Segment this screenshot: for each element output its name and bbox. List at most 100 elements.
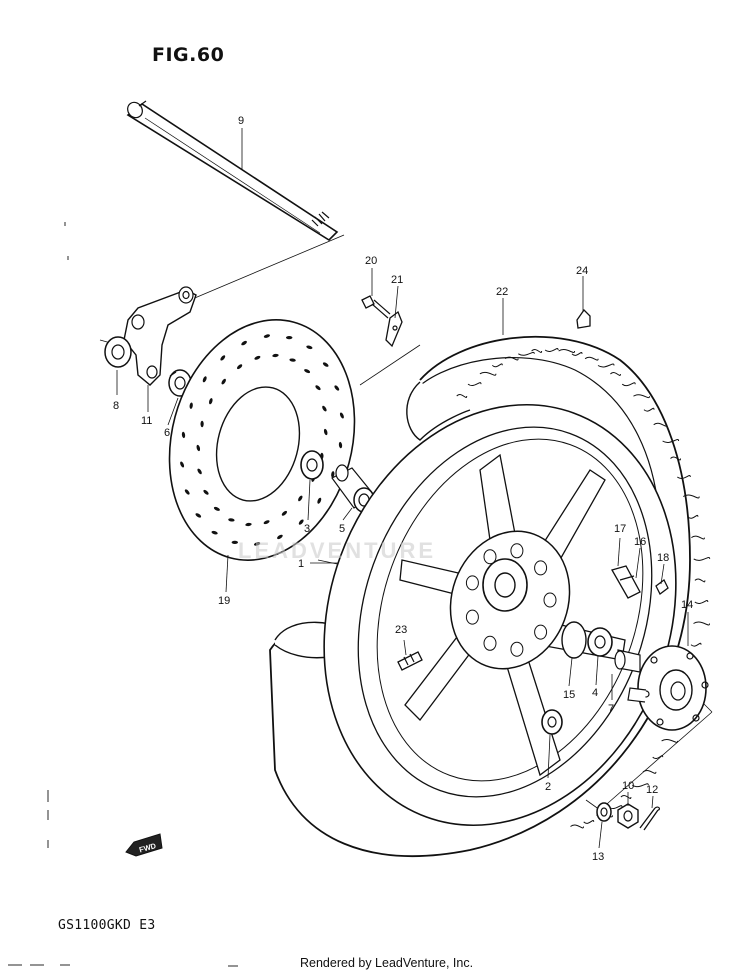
callout-16: 16 (634, 536, 646, 548)
disc-hole (211, 530, 218, 535)
disc-hole (209, 398, 213, 405)
tread-mark (571, 351, 583, 356)
disc-hole (236, 364, 243, 370)
disc-hole (298, 519, 304, 525)
tread-mark (518, 351, 535, 356)
callout-8: 8 (113, 400, 119, 412)
valve-cap (576, 308, 591, 329)
figure-title: FIG.60 (152, 44, 225, 66)
cotter-pin (639, 806, 661, 831)
disc-hole (339, 412, 344, 419)
tread-mark (633, 394, 650, 399)
tread-mark (693, 557, 711, 561)
washer-13 (596, 802, 612, 822)
bolt-20 (361, 295, 391, 319)
callout-10: 10 (622, 780, 634, 792)
disc-hole (277, 534, 283, 540)
collar-2 (541, 709, 563, 735)
tread-mark (620, 795, 632, 799)
tread-mark (632, 783, 649, 788)
tread-mark (670, 456, 681, 461)
callout-15: 15 (563, 689, 575, 701)
callout-20: 20 (365, 255, 377, 267)
disc-hole (241, 340, 247, 346)
lock-washer-21 (385, 310, 403, 348)
hub-spacer (614, 649, 641, 673)
tread-mark (642, 769, 657, 774)
disc-hole (331, 471, 335, 478)
callout-6: 6 (164, 427, 170, 439)
leader-lines (116, 128, 689, 849)
footer-credit: Rendered by LeadVenture, Inc. (300, 956, 474, 970)
tread-mark (597, 363, 615, 368)
hub-flange (627, 645, 709, 731)
tread-mark (558, 349, 576, 353)
disc-hole (181, 431, 186, 439)
callout-14: 14 (681, 599, 693, 611)
o-ring (561, 621, 587, 659)
disc-hole (213, 506, 220, 511)
tread-mark (504, 356, 519, 361)
disc-hole (180, 461, 185, 468)
tread-mark (467, 382, 482, 387)
tread-mark (661, 738, 679, 743)
hub-hole (465, 575, 479, 591)
disc-hole (197, 468, 202, 475)
tread-mark (694, 578, 706, 583)
speedo-clip (611, 565, 641, 599)
disc-hole (304, 369, 311, 374)
callout-21: 21 (391, 274, 403, 286)
callout-13: 13 (592, 851, 604, 863)
disc-hole (254, 542, 261, 546)
tread-mark (693, 621, 710, 626)
disc-hole (322, 362, 329, 367)
callout-18: 18 (657, 552, 669, 564)
tread-mark (531, 349, 543, 353)
caliper-bracket (104, 286, 197, 397)
callout-3: 3 (304, 523, 310, 535)
disc-hole (254, 355, 261, 360)
disc-hole (200, 420, 204, 428)
disc-hole (281, 510, 288, 516)
axle (126, 100, 339, 242)
brake-disc (168, 319, 356, 561)
tread-mark (570, 824, 584, 829)
disc-hole (184, 489, 190, 495)
tread-mark (621, 382, 636, 387)
tread-mark (584, 356, 599, 361)
hub-hole (534, 560, 548, 576)
hub-hole (465, 609, 479, 625)
callout-24: 24 (576, 265, 588, 277)
callout-19: 19 (218, 595, 230, 607)
tread-mark (491, 363, 503, 368)
disc-hole (189, 402, 193, 409)
disc-hole (196, 444, 201, 452)
hub-hole (483, 549, 497, 565)
tread-mark (479, 371, 497, 376)
callout-22: 22 (496, 286, 508, 298)
tread-mark (690, 642, 702, 647)
callout-17: 17 (614, 523, 626, 535)
axle-nut (617, 803, 639, 829)
fwd-arrow (125, 833, 163, 857)
tread-mark (653, 422, 668, 427)
disc-hole (263, 334, 270, 338)
callout-11: 11 (141, 415, 152, 427)
hub-hole (510, 543, 524, 559)
callout-23: 23 (395, 624, 407, 636)
disc-hole (231, 540, 238, 544)
bearing-left (300, 450, 324, 480)
tread-mark (682, 494, 700, 499)
hub-hole (483, 635, 497, 651)
wheel-rim (323, 403, 677, 827)
disc-hole (221, 378, 226, 385)
tread-mark (694, 600, 709, 604)
disc-hole (298, 495, 303, 502)
disc-hole (220, 355, 226, 361)
disc-hole (195, 513, 202, 518)
tread-mark (662, 439, 680, 443)
disc-hole (203, 489, 209, 495)
tread-mark (652, 755, 664, 760)
